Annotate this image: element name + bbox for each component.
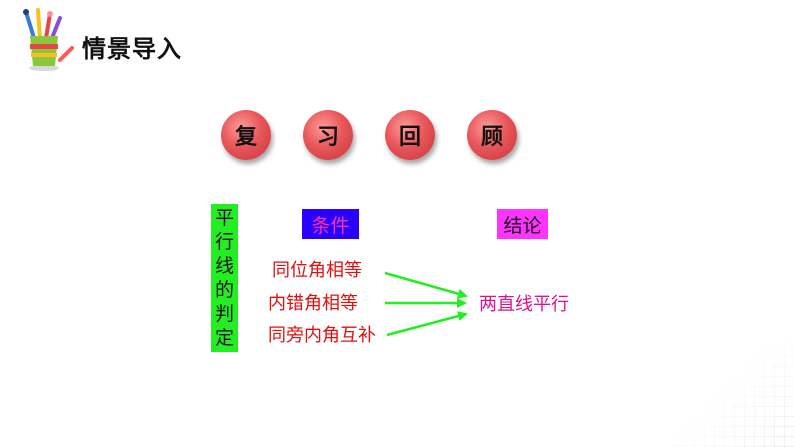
review-circle-2: 习: [303, 110, 353, 160]
review-circle-4: 顾: [467, 110, 517, 160]
condition-item: 内错角相等: [268, 293, 358, 314]
review-circle-1: 复: [221, 110, 271, 160]
pencil-cup-icon: [23, 8, 74, 71]
review-circle-3: 回: [385, 110, 435, 160]
label-char: 的: [214, 278, 234, 301]
conclusion-header: 结论: [497, 209, 548, 239]
page-title: 情景导入: [82, 35, 182, 63]
corner-grid-decoration: [674, 337, 794, 447]
conditions-header: 条件: [302, 209, 359, 239]
arrow-3: [386, 311, 468, 337]
arrow-1: [384, 271, 468, 299]
label-char: 线: [214, 254, 234, 277]
label-char: 平: [214, 206, 234, 229]
parallel-criteria-label: 平 行 线 的 判 定: [211, 204, 238, 352]
conclusion-text: 两直线平行: [479, 294, 569, 315]
label-char: 定: [214, 326, 234, 349]
condition-item: 同位角相等: [272, 260, 362, 281]
label-char: 判: [214, 302, 234, 325]
label-char: 行: [214, 230, 234, 253]
condition-item: 同旁内角互补: [268, 325, 376, 346]
